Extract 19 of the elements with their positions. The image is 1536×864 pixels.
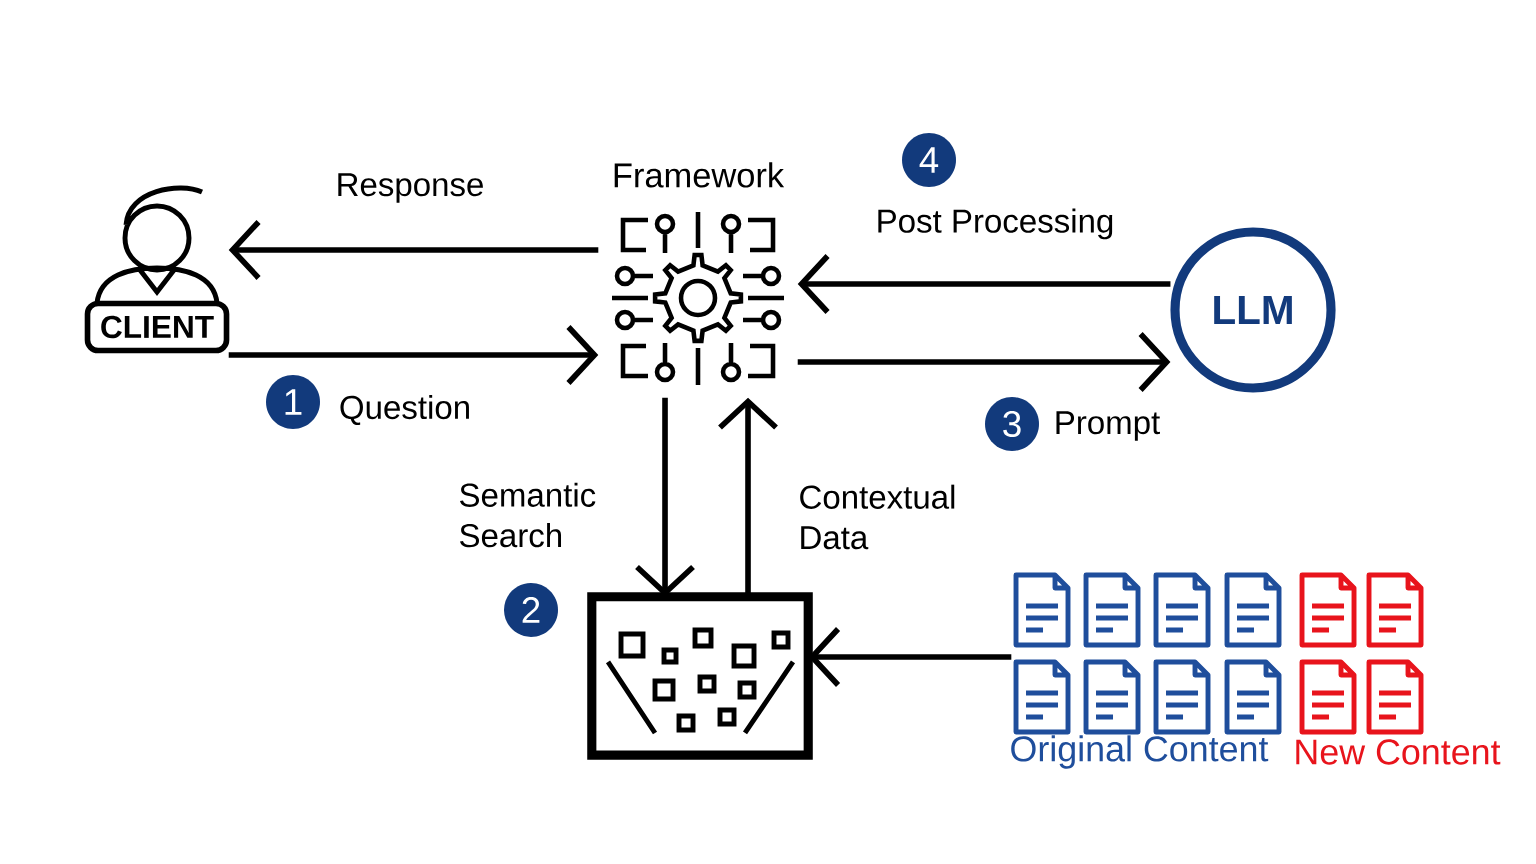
arrow [228, 325, 599, 385]
edge-label: Post Processing [872, 205, 1118, 243]
node-label: Original Content [1011, 735, 1269, 769]
edge-label: Contextual Data [795, 481, 978, 553]
node-label: New Content [1296, 739, 1501, 765]
step-badge: 2 [504, 583, 558, 637]
step-badge: 3 [985, 397, 1039, 451]
edge-label: Question [335, 391, 475, 429]
node-heading: Framework [614, 162, 785, 188]
arrow [228, 220, 599, 280]
vector-database-drawing [587, 592, 813, 760]
edge-label: Response [332, 169, 488, 207]
edge-label: Prompt [1050, 407, 1164, 445]
edge-label: Semantic Search [455, 479, 617, 551]
arrow [797, 254, 1171, 314]
sign-board: CLIENT [84, 300, 230, 354]
arrow [797, 332, 1171, 392]
step-badge: 1 [266, 375, 320, 429]
step-badge: 4 [902, 133, 956, 187]
